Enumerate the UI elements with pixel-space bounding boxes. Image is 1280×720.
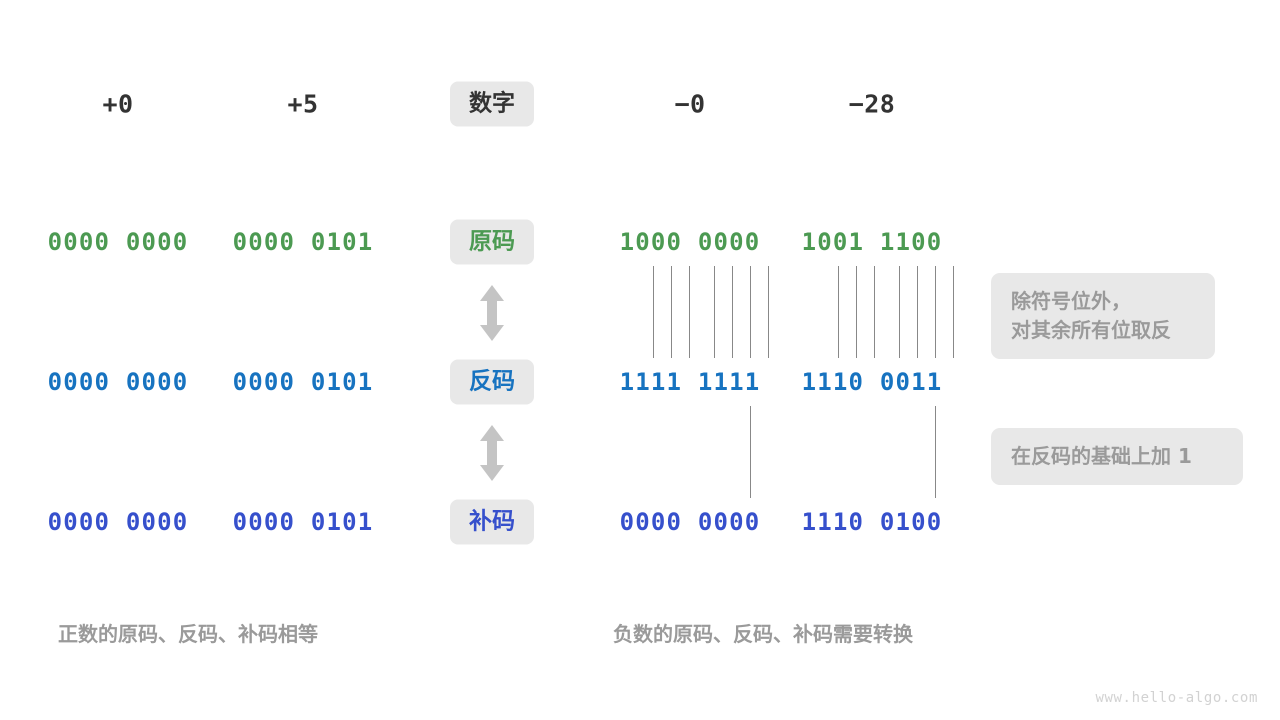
connector-line-plus_one_group-0 [750,406,751,498]
bits-ones_complement-3: 1110 0011 [801,368,943,396]
connector-line-invert_group-10 [899,266,900,358]
connector-line-invert_group-7 [838,266,839,358]
connector-line-invert_group-1 [671,266,672,358]
connector-line-invert_group-11 [917,266,918,358]
connector-line-invert_group-9 [874,266,875,358]
bits-twos_complement-0: 0000 0000 [47,508,189,536]
bits-ones_complement-0: 0000 0000 [47,368,189,396]
caption-positive: 正数的原码、反码、补码相等 [58,622,318,646]
badge-label: 数字 [450,81,534,127]
header-number-0: +0 [102,89,134,119]
double-arrow-icon [479,285,505,345]
connector-line-invert_group-8 [856,266,857,358]
row-badge-twos_complement: 补码 [450,499,534,545]
bits-true_form-3: 1001 1100 [801,228,943,256]
row-badge-true_form: 原码 [450,219,534,265]
connector-line-invert_group-13 [953,266,954,358]
badge-label: 反码 [450,359,534,405]
row-badge-ones_complement: 反码 [450,359,534,405]
connector-line-invert_group-12 [935,266,936,358]
bits-twos_complement-1: 0000 0101 [232,508,374,536]
badge-label: 原码 [450,219,534,265]
header-number-1: +5 [287,89,319,119]
note-invert-bits: 除符号位外， 对其余所有位取反 [991,273,1215,359]
header-number-2: −0 [674,89,706,119]
connector-line-invert_group-3 [714,266,715,358]
bits-ones_complement-2: 1111 1111 [619,368,761,396]
bits-twos_complement-2: 0000 0000 [619,508,761,536]
double-arrow-icon [479,425,505,485]
note-add-one: 在反码的基础上加 1 [991,428,1243,485]
connector-line-invert_group-5 [750,266,751,358]
bits-ones_complement-1: 0000 0101 [232,368,374,396]
bits-twos_complement-3: 1110 0100 [801,508,943,536]
bits-true_form-1: 0000 0101 [232,228,374,256]
caption-negative: 负数的原码、反码、补码需要转换 [613,622,913,646]
connector-line-invert_group-2 [689,266,690,358]
badge-label: 补码 [450,499,534,545]
watermark: www.hello-algo.com [1095,690,1258,706]
header-number-3: −28 [848,89,896,119]
connector-line-invert_group-6 [768,266,769,358]
arrow-ones-to-twos [479,425,505,481]
arrow-true-to-ones [479,285,505,341]
connector-line-invert_group-4 [732,266,733,358]
header-badge-number: 数字 [450,81,534,127]
connector-line-plus_one_group-1 [935,406,936,498]
connector-line-invert_group-0 [653,266,654,358]
bits-true_form-2: 1000 0000 [619,228,761,256]
bits-true_form-0: 0000 0000 [47,228,189,256]
